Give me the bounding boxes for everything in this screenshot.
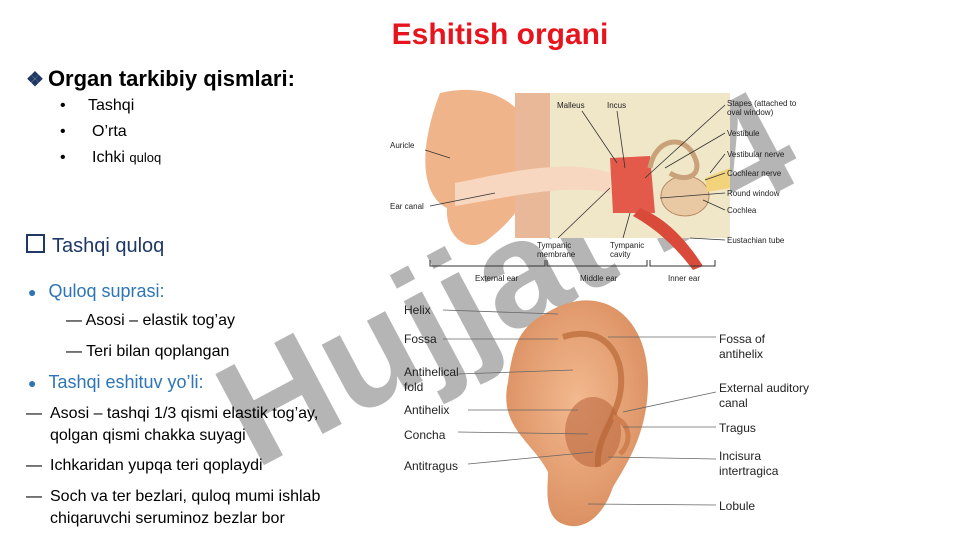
list-item-text: O’rta	[92, 123, 127, 140]
middle-ear-shape	[610, 156, 655, 213]
label-eustachian-tube: Eustachian tube	[727, 236, 785, 245]
subsection-label: ● Tashqi eshituv yo’li:	[28, 372, 204, 393]
section1-heading: ❖Organ tarkibiy qismlari:	[26, 66, 295, 92]
label-round-window: Round window	[727, 189, 780, 198]
diamond-bullet-icon: ❖	[26, 69, 44, 91]
label-ear-canal: Ear canal	[390, 202, 424, 211]
label-auricle: Auricle	[390, 141, 415, 150]
list-item-text: Ichki	[92, 149, 125, 166]
bullet-icon: •	[60, 123, 66, 140]
tragus-shape	[612, 414, 631, 456]
checkbox-square-icon	[26, 234, 45, 253]
subsection-label-text: Quloq suprasi:	[48, 281, 165, 301]
label-lobule: Lobule	[719, 499, 755, 513]
list-item-suffix: quloq	[129, 150, 162, 165]
label-middle-ear: Middle ear	[580, 274, 618, 283]
label-cochlea: Cochlea	[727, 206, 757, 215]
label-malleus: Malleus	[557, 101, 585, 110]
label-antihelical-fold-2: fold	[404, 380, 423, 394]
concha-shape	[565, 397, 621, 467]
label-stapes-2: oval window)	[727, 108, 774, 117]
section2-heading: Tashqi quloq	[26, 234, 164, 258]
list-item: • Ichki quloq	[60, 149, 161, 167]
list-item-text: Ichkaridan yupqa teri qoplaydi	[50, 457, 263, 474]
list-item-text: qolgan qismi chakka suyagi	[50, 427, 246, 444]
dash-icon: —	[66, 312, 86, 329]
label-fossa-of-antihelix-2: antihelix	[719, 347, 763, 361]
list-item: — Asosi – tashqi 1/3 qismi elastik tog’ay…	[26, 403, 318, 447]
ear-canal-shape	[455, 166, 610, 206]
list-item: — Asosi – elastik tog’ay	[66, 312, 235, 330]
bullet-icon: •	[60, 149, 66, 166]
label-external-ear: External ear	[475, 274, 518, 283]
list-item-text: Teri bilan qoplangan	[86, 343, 230, 360]
label-tympanic-membrane-2: membrane	[537, 250, 576, 259]
nerve-shape	[705, 168, 730, 192]
list-item: — Soch va ter bezlari, quloq mumi ishlab c…	[26, 486, 320, 530]
label-fossa-of-antihelix-1: Fossa of	[719, 332, 766, 346]
section2-heading-text: Tashqi quloq	[52, 235, 165, 257]
label-antihelix: Antihelix	[404, 403, 449, 417]
label-vestibular-nerve: Vestibular nerve	[727, 150, 785, 159]
ear-anatomy-diagram: Auricle Ear canal Malleus Incus Stapes (…	[390, 89, 797, 283]
section1-heading-text: Organ tarkibiy qismlari:	[47, 66, 295, 91]
dot-bullet-icon: ●	[28, 284, 37, 300]
label-tympanic-cavity-1: Tympanic	[610, 241, 644, 250]
list-item: • O’rta	[60, 123, 127, 141]
dash-icon: —	[66, 343, 87, 360]
label-tympanic-membrane-1: Tympanic	[537, 241, 571, 250]
list-item-text: Tashqi	[88, 97, 135, 114]
subsection-label: ● Quloq suprasi:	[28, 281, 165, 302]
dash-icon: —	[26, 488, 42, 505]
dash-icon: —	[26, 405, 42, 422]
subsection-label-text: Tashqi eshituv yo’li:	[48, 372, 204, 392]
label-external-auditory-canal-2: canal	[719, 396, 748, 410]
label-tympanic-cavity-2: cavity	[610, 250, 630, 259]
label-incisura-intertragica-1: Incisura	[719, 449, 761, 463]
label-inner-ear: Inner ear	[668, 274, 700, 283]
label-tragus: Tragus	[719, 421, 756, 435]
eustachian-tube-shape	[633, 208, 703, 270]
label-helix: Helix	[404, 303, 431, 317]
label-external-auditory-canal-1: External auditory	[719, 381, 809, 395]
label-antihelical-fold-1: Antihelical	[404, 365, 459, 379]
auricle-diagram: Helix Fossa Antihelical fold Antihelix C…	[404, 300, 809, 527]
list-item-text: Asosi – elastik tog’ay	[85, 312, 235, 329]
list-item: • Tashqi	[60, 97, 134, 115]
dot-bullet-icon: ●	[28, 375, 37, 391]
bullet-icon: •	[60, 97, 66, 114]
label-cochlear-nerve: Cochlear nerve	[727, 169, 782, 178]
label-vestibule: Vestibule	[727, 129, 760, 138]
label-incus: Incus	[607, 101, 626, 110]
auricle-shape	[425, 89, 535, 246]
list-item-text: Asosi – tashqi 1/3 qismi elastik tog’ay,	[50, 405, 319, 422]
label-stapes-1: Stapes (attached to	[727, 99, 797, 108]
skin-layer	[515, 93, 550, 238]
semicircular-canals	[647, 139, 700, 180]
list-item: — Teri bilan qoplangan	[66, 343, 229, 361]
dash-icon: —	[26, 457, 42, 474]
label-antitragus: Antitragus	[404, 459, 458, 473]
label-concha: Concha	[404, 428, 446, 442]
slide-title: Eshitish organi	[391, 18, 609, 51]
label-incisura-intertragica-2: intertragica	[719, 464, 779, 478]
list-item-text: Soch va ter bezlari, quloq mumi ishlab	[50, 488, 321, 505]
list-item-text: chiqaruvchi seruminoz bezlar bor	[50, 510, 285, 527]
label-fossa: Fossa	[404, 332, 437, 346]
list-item: — Ichkaridan yupqa teri qoplaydi	[26, 455, 263, 477]
